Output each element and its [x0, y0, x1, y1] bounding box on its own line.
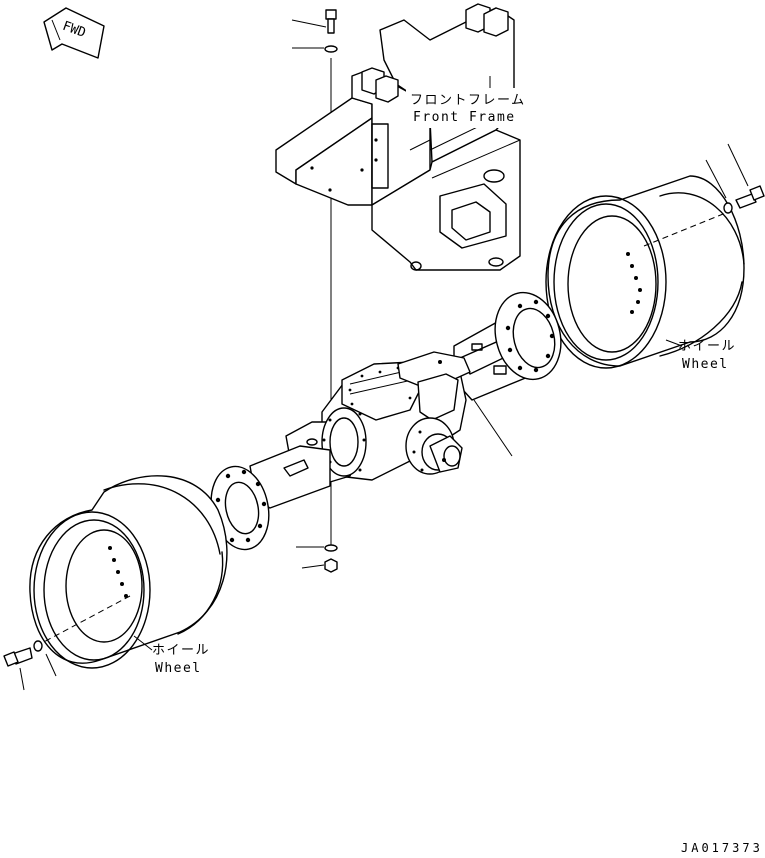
front-frame — [275, 3, 521, 271]
left-wheel-bolt-icon — [3, 640, 43, 667]
right-wheel-label-jp: ホイール — [678, 339, 736, 354]
right-wheel-bolt-icon — [723, 185, 765, 214]
bottom-washer-icon — [324, 544, 338, 552]
fwd-direction-arrow: FWD — [43, 7, 105, 59]
top-bolt-icon — [325, 9, 337, 34]
bottom-nut-icon — [324, 558, 338, 573]
fwd-label: FWD — [60, 19, 87, 41]
front-frame-label-jp: フロントフレーム — [410, 93, 526, 108]
drawing-code: JA017373 — [681, 841, 763, 855]
left-wheel-label-en: Wheel — [155, 661, 202, 676]
left-wheel — [3, 475, 228, 691]
top-washer-icon — [324, 45, 338, 53]
axle-assembly — [210, 291, 562, 551]
front-frame-label-en: Front Frame — [413, 110, 516, 125]
right-wheel-label-en: Wheel — [682, 357, 729, 372]
left-wheel-label-jp: ホイール — [152, 643, 210, 658]
right-wheel — [545, 143, 765, 369]
